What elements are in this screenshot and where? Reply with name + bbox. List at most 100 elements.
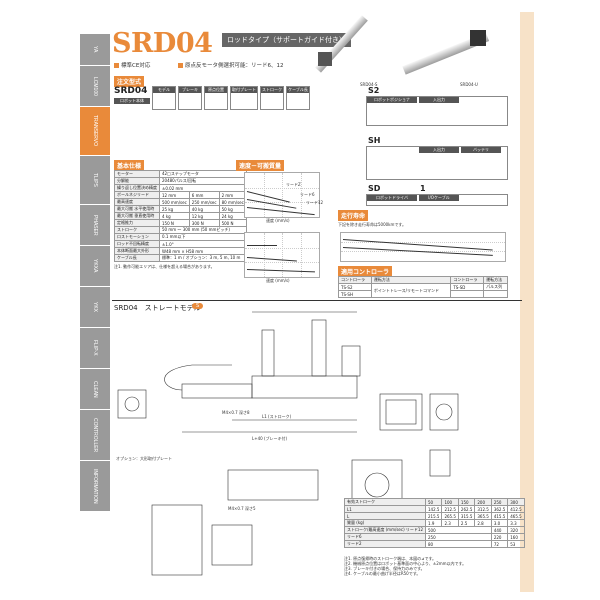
tab-ya[interactable]: YA [80,34,110,66]
spec-value: 6 mm [188,191,220,199]
photo-label-u: SRD04-U [460,82,478,87]
spec-value: 50 kg [218,205,247,213]
speed-axis-label: 速度 (mm/s) [266,218,290,223]
dim-header: 250 [490,498,509,506]
tab-clean[interactable]: CLEAN [80,369,110,410]
speed-curve-lead12 [246,207,315,216]
controller-row: TS-SH [338,290,508,298]
dim-cell: 142.5 [424,505,443,513]
order-box-plate: 取付プレート [230,86,258,110]
speed-axis-label-v: 速度 (mm/s) [266,278,290,283]
controller-header: コントローラ [450,276,485,284]
drawing-divider [112,300,522,301]
dim-cell: リード6 [344,533,426,541]
spec-value: 25 kg [159,205,190,213]
dim-label-l1: L1 (ストローク) [262,413,292,419]
life-text: 下記を除き走行寿命は5000kmです。 [338,222,406,227]
dim-header: 200 [474,498,492,506]
plate-view-hole [364,472,390,498]
controller-sd: SD [368,184,381,193]
speed-load-chart-horizontal [244,172,320,218]
tab-transervo[interactable]: TRANSERVO [80,107,110,156]
product-motor-s [318,52,332,66]
spec-row: 繰り返し位置決め精度±0.02 mm [114,184,247,192]
spec-value: 0.1 mm以下 [159,233,247,241]
speed-load-chart-vertical [244,232,320,278]
tab-phaser[interactable]: PHASER [80,205,110,246]
spec-row: ロッド不回転精度±1.0° [114,240,247,248]
dim-cell: 312.5 [474,505,492,513]
footnote: 注2. 機械原点位置はロボット基準面の中心より、±2mm以内です。 [344,561,467,566]
life-chart [340,232,506,262]
spec-value: 50 mm ～ 300 mm (50 mmピッチ) [159,226,247,234]
tab-flipx[interactable]: FLIP-X [80,328,110,369]
spec-label: 最高速度 [114,198,160,206]
feature-ce: 標準CE対応 [114,61,150,69]
footnote: 注1. 原点復帰時のストローク端は、本図の⊿です。 [344,556,437,561]
feature-origin-text: 原点反モータ側選択可能：リード6、12 [185,63,284,69]
spec-value: 12 mm [159,191,190,199]
label-leadz: リードZ [286,182,301,187]
tab-information[interactable]: INFORMATION [80,461,110,512]
dim-cell: 2.8 [474,519,492,527]
order-box-cable-label: ケーブル長 [287,87,309,93]
spec-value: 標準：1 m / オプション：3 m, 5 m, 10 m [159,254,247,262]
controller-s2-io: 入出力 [419,97,459,103]
side-view-plate [341,345,361,377]
tab-ykx[interactable]: YKX [80,287,110,328]
dim-cell: 250 [425,533,492,541]
side-view-motor [181,383,253,399]
tab-lcm100[interactable]: LCM100 [80,66,110,107]
spec-value: 20480パルス/回転 [159,177,247,185]
dim-cell: リード2 [344,540,426,548]
controller-section-header: 適用コントローラ [338,266,393,277]
dim-cell: 262.5 [457,505,476,513]
dim-cell: 500 [425,526,492,534]
spec-label: 本体断面最大外形 [114,247,160,255]
dim-label-tap: M4×0.7 深さ8 [222,409,250,415]
spec-value: 40 kg [188,205,220,213]
footnote: 注4. ケーブルの最小曲げ半径はR50です。 [344,571,421,576]
tab-controller[interactable]: CONTROLLER [80,410,110,461]
tab-ykxa[interactable]: YKXA [80,246,110,287]
dim-header: 100 [441,498,459,506]
spec-label: ロストモーション [114,233,160,241]
spec-value: 300 N [188,219,220,227]
spec-label: ロッド不回転精度 [114,240,160,248]
tab-flip[interactable]: TLIPS [80,156,110,205]
option-bracket-view [151,504,203,576]
dim-cell: 2.3 [441,519,459,527]
controller-sh-battery: バッテリ [461,147,501,153]
controller-sd-cable: I/Oケーブル [419,195,459,201]
controller-sd-box: ロボットドライバ I/Oケーブル [366,194,508,206]
spec-row: ケーブル長標準：1 m / オプション：3 m, 5 m, 10 m [114,254,247,262]
controller-sd-label: ロボットドライバ [367,195,417,201]
dim-cell: 80 [425,540,492,548]
dim-cell: 160 [507,533,525,541]
dim-cell: 320 [507,526,525,534]
spec-value: 4 kg [159,212,190,220]
speed-curve-v-lead2 [247,245,277,246]
life-section-header: 走行寿命 [338,210,369,221]
end-view-left [117,389,147,419]
dim-cell: 215.5 [424,512,443,520]
spec-label: 分解能 [114,177,160,185]
dim-cell: ストローク/最高速度 (mm/sec) リード12 [344,526,426,534]
controller-cell: ポイントトレース/リモートコマンド [370,283,452,298]
photo-label-s: SRD04-S [360,82,378,87]
speed-curve-v-lead6 [246,257,297,262]
dim-cell: 362.5 [490,505,509,513]
dim-cell: 265.5 [441,512,459,520]
end-view-circle [124,396,140,412]
dim-cell: 220 [490,533,509,541]
controller-sh-io: 入出力 [419,147,459,153]
